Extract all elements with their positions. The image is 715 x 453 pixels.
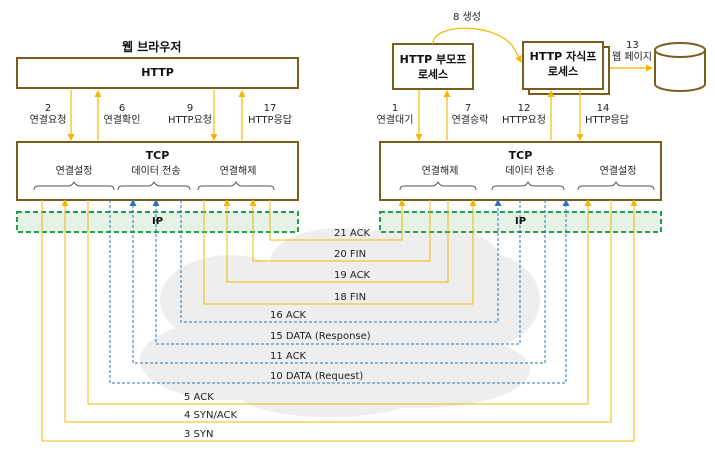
left-call-2-text: 연결요청: [29, 115, 67, 126]
spawn-label: 8 생성: [453, 12, 481, 23]
msg-19-label: 19 ACK: [334, 270, 371, 281]
right-call-12-num: 12: [517, 103, 531, 114]
msg-10-data: [109, 199, 570, 384]
webpage-num: 13: [626, 40, 639, 51]
right-section-transfer: 데이터 전송: [505, 166, 555, 177]
parent-process-line2: 로세스: [417, 68, 449, 81]
left-call-9-text: HTTP요청: [168, 115, 212, 126]
right-call-1-num: 1: [391, 103, 399, 114]
msg-15-data: [152, 199, 521, 345]
browser-title: 웹 브라우저: [122, 40, 182, 54]
msg-15-label: 15 DATA (Response): [270, 331, 371, 342]
child-process-line2: 로세스: [547, 65, 579, 78]
child-process-box: [522, 41, 604, 90]
message-arrows: [41, 199, 638, 442]
right-section-setup: 연결설정: [599, 166, 637, 177]
right-section-teardown: 연결해제: [421, 166, 459, 177]
msg-4-label: 4 SYN/ACK: [184, 410, 238, 421]
msg-16-label: 16 ACK: [270, 310, 307, 321]
msg-5-label: 5 ACK: [184, 392, 214, 403]
left-call-6-text: 연결확인: [103, 115, 141, 126]
left-tcp-label: TCP: [145, 149, 170, 162]
msg-10-label: 10 DATA (Request): [270, 371, 364, 382]
msg-19-ack: [223, 199, 449, 283]
spawn-arrow: [432, 27, 522, 63]
webpage-label: 웹 페이지: [612, 52, 652, 63]
right-call-7-num: 7: [464, 103, 472, 114]
msg-16-ack: [180, 199, 502, 323]
parent-process-box: [392, 43, 474, 90]
right-section-brackets: [399, 180, 655, 191]
left-call-9-num: 9: [186, 103, 194, 114]
left-section-setup: 연결설정: [55, 166, 93, 177]
msg-20-label: 20 FIN: [334, 249, 367, 260]
right-app-arrows: [415, 90, 584, 141]
msg-11-ack: [129, 199, 546, 364]
msg-21-ack: [269, 199, 406, 241]
right-call-7-text: 연결승락: [451, 115, 489, 126]
msg-3-syn: [41, 199, 638, 442]
msg-18-label: 18 FIN: [334, 292, 367, 303]
left-app-arrows: [67, 90, 246, 141]
msg-4-synack: [61, 199, 612, 423]
left-call-17-num: 17: [263, 103, 277, 114]
right-tcp-label: TCP: [508, 149, 533, 162]
child-process-line1: HTTP 자식프: [529, 50, 597, 63]
right-ip-label: IP: [514, 216, 527, 227]
left-call-17-text: HTTP응답: [248, 115, 292, 126]
left-section-transfer: 데이터 전송: [131, 166, 181, 177]
msg-18-fin: [203, 199, 477, 305]
right-call-14-text: HTTP응답: [585, 115, 629, 126]
right-call-1-text: 연결대기: [376, 115, 414, 126]
right-call-12-text: HTTP요청: [502, 115, 546, 126]
left-call-2-num: 2: [44, 103, 52, 114]
left-http-label: HTTP: [141, 66, 174, 79]
msg-3-label: 3 SYN: [184, 429, 214, 440]
right-call-14-num: 14: [596, 103, 610, 114]
msg-11-label: 11 ACK: [270, 351, 307, 362]
database-icon: [654, 42, 706, 92]
right-tcp-box: [379, 141, 662, 201]
left-section-teardown: 연결해제: [219, 166, 257, 177]
msg-21-label: 21 ACK: [334, 228, 371, 239]
msg-20-fin: [249, 199, 431, 262]
left-ip-label: IP: [151, 216, 164, 227]
left-call-6-num: 6: [118, 103, 126, 114]
left-section-brackets: [33, 180, 275, 191]
msg-5-ack: [87, 199, 592, 405]
parent-process-line1: HTTP 부모프: [399, 53, 467, 66]
left-http-box: [16, 57, 299, 89]
left-ip-box: [16, 211, 299, 233]
